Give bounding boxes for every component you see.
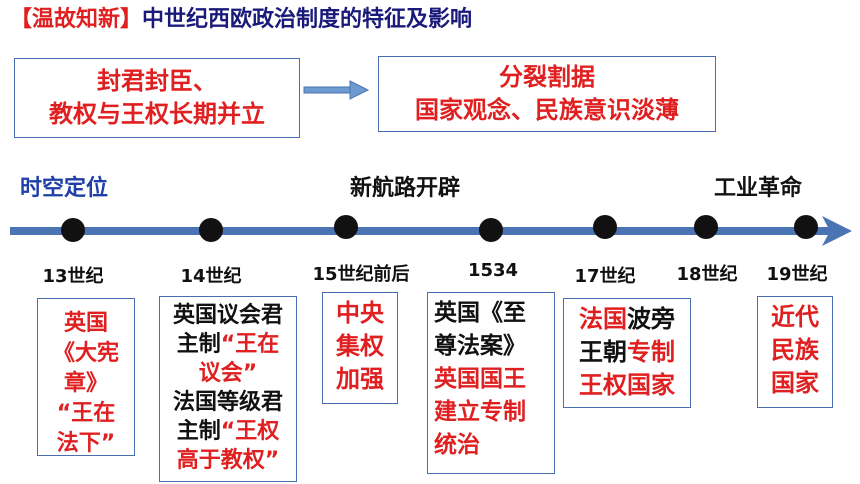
event-2-line-5b: “王权: [220, 419, 280, 444]
title-tag: 【温故知新】: [10, 7, 143, 32]
event-2-line-2b: “王在: [220, 332, 280, 357]
century-18: 18世纪: [676, 264, 738, 285]
event-1-line-1: 英国: [63, 311, 108, 336]
century-15: 15世纪前后: [312, 264, 410, 285]
event-box-magna-carta: 英国 《大宪 章》 “王在 法下”: [37, 298, 135, 456]
title-main: 中世纪西欧政治制度的特征及影响: [142, 7, 473, 32]
timeline-dot-1534: [479, 218, 503, 242]
event-4-line-4: 建立专制: [434, 399, 526, 425]
event-5-line-3: 王权国家: [579, 371, 675, 399]
event-box-supremacy-act: 英国《至 尊法案》 英国国王 建立专制 统治: [427, 292, 555, 474]
event-box-monarchy: 英国议会君 主制“王在 议会” 法国等级君 主制“王权 高于教权”: [159, 296, 297, 482]
timeline-arrow: [10, 216, 852, 246]
event-3-line-2: 集权: [336, 332, 384, 360]
right-arrow-icon: [303, 80, 370, 100]
event-2-line-6: 高于教权”: [176, 448, 280, 473]
event-4-line-1: 英国《至: [434, 300, 526, 326]
event-box-nation-state: 近代 民族 国家: [757, 296, 833, 408]
event-2-line-2a: 主制: [176, 332, 221, 357]
event-1-line-2: 《大宪: [52, 341, 119, 366]
event-2-line-5a: 主制: [176, 419, 221, 444]
century-14: 14世纪: [180, 266, 242, 287]
event-5-line-1b: 波旁: [627, 305, 675, 333]
page-title: 【温故知新】中世纪西欧政治制度的特征及影响: [10, 6, 472, 34]
event-1-line-4: “王在: [56, 401, 116, 426]
event-5-line-2b: 专制: [627, 338, 675, 366]
event-4-line-2: 尊法案》: [434, 333, 526, 359]
event-3-line-1: 中央: [336, 299, 384, 327]
label-new-route: 新航路开辟: [350, 176, 461, 201]
timeline-dot-19c: [794, 215, 818, 239]
event-6-line-2: 民族: [771, 336, 819, 364]
century-19: 19世纪: [766, 264, 828, 285]
event-1-line-3: 章》: [63, 371, 108, 396]
cause-box: 封君封臣、 教权与王权长期并立: [14, 58, 300, 138]
cause-line-1: 封君封臣、: [97, 67, 217, 95]
event-5-line-1a: 法国: [579, 305, 627, 333]
event-box-centralization: 中央 集权 加强: [322, 292, 398, 404]
effect-line-2: 国家观念、民族意识淡薄: [415, 96, 679, 124]
event-4-line-5: 统治: [434, 432, 480, 458]
timeline-dot-17c: [593, 215, 617, 239]
event-6-line-3: 国家: [771, 369, 819, 397]
cause-line-2: 教权与王权长期并立: [49, 100, 265, 128]
event-6-line-1: 近代: [771, 303, 819, 331]
event-box-bourbon: 法国波旁 王朝专制 王权国家: [563, 298, 691, 408]
event-2-line-3: 议会”: [198, 361, 258, 386]
century-17: 17世纪: [574, 266, 636, 287]
event-3-line-3: 加强: [336, 365, 384, 393]
event-2-line-1: 英国议会君: [172, 303, 283, 328]
event-4-line-3: 英国国王: [434, 366, 526, 392]
event-2-line-4: 法国等级君: [172, 390, 283, 415]
event-1-line-5: 法下”: [56, 431, 116, 456]
timeline-dot-18c: [694, 215, 718, 239]
effect-line-1: 分裂割据: [499, 63, 595, 91]
century-1534: 1534: [467, 260, 519, 281]
effect-box: 分裂割据 国家观念、民族意识淡薄: [378, 56, 716, 132]
timeline-dot-15c: [334, 215, 358, 239]
timeline-dot-14c: [199, 218, 223, 242]
timeline-dot-13c: [61, 218, 85, 242]
century-13: 13世纪: [42, 266, 104, 287]
label-industrial-revolution: 工业革命: [714, 176, 803, 201]
event-5-line-2a: 王朝: [579, 338, 627, 366]
label-spacetime: 时空定位: [20, 176, 109, 201]
